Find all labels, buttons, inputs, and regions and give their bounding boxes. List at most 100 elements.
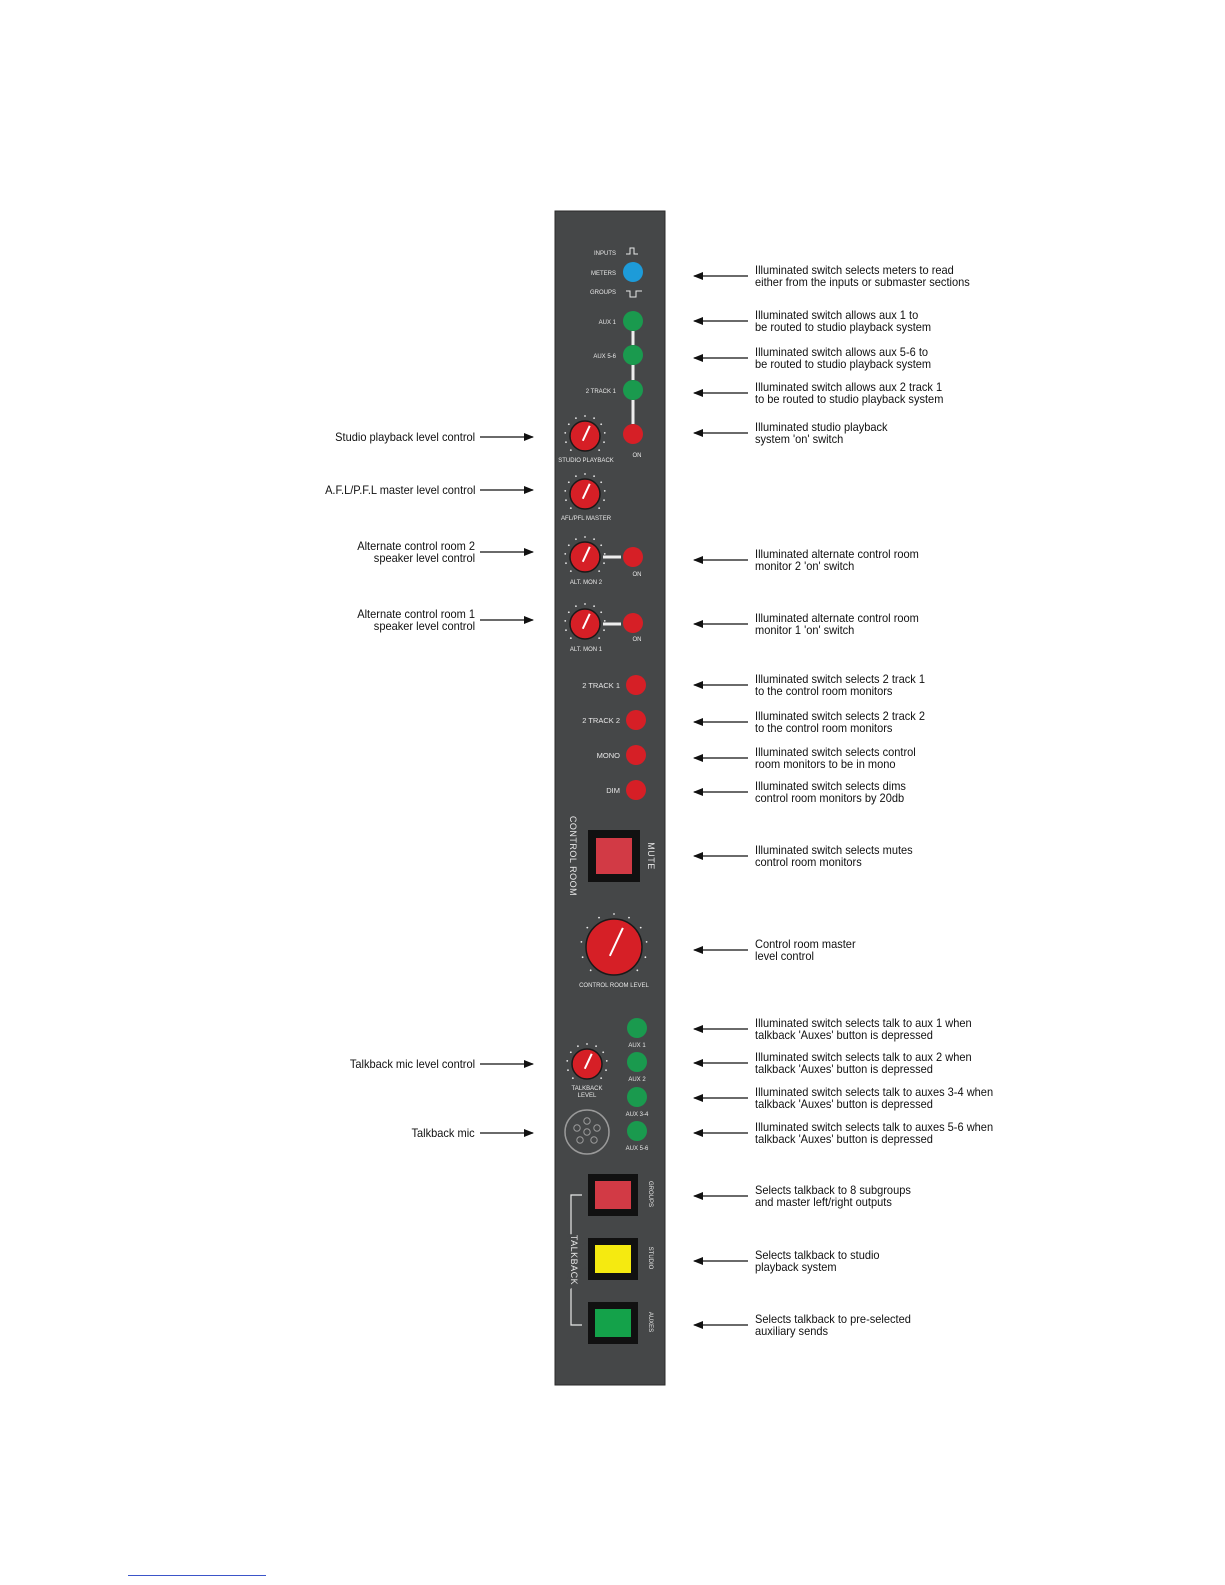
afl-pfl-master-knob[interactable] [564,473,606,510]
routing-label: AUX 5-6 [593,354,616,360]
knob-tick [603,619,606,622]
knob-tick [605,1069,607,1072]
knob-tick [565,629,567,632]
talk-aux-label: AUX 2 [628,1077,646,1083]
mute-button[interactable] [596,838,632,874]
afl-pfl-master-label: AFL/PFL MASTER [561,516,612,522]
knob-tick [567,611,570,614]
right-annotation: Selects talkback to pre-selected auxilia… [755,1311,911,1338]
knob-tick [593,475,595,478]
meters-switch[interactable] [623,262,643,282]
knob-tick [600,423,603,426]
mic-pin [583,1128,591,1136]
label-meters: METERS [591,271,616,277]
knob-tick [569,637,572,640]
studio-playback-knob[interactable] [564,415,606,452]
talkback-pad-button[interactable] [595,1181,631,1209]
talkback-vertical-label: TALKBACK [569,1235,579,1285]
knob-tick [602,1051,605,1054]
knob-tick [569,570,572,573]
label-groups: GROUPS [590,290,616,296]
knob-tick [593,538,595,541]
monitor-button-label: DIM [606,786,620,795]
right-annotation: Illuminated switch selects talk to auxes… [755,1084,994,1111]
left-annotation: A.F.L/P.F.L master level control [324,482,475,497]
monitor-button-label: MONO [597,751,620,760]
routing-switch[interactable] [623,345,643,365]
routing-label: AUX 1 [599,320,617,326]
mic-pin [590,1136,598,1144]
knob-tick [600,1077,603,1080]
knob-tick [603,499,605,502]
knob-tick [569,1051,572,1054]
right-annotation: Selects talkback to studio playback syst… [755,1247,880,1274]
knob-tick [575,475,577,478]
control-room-level-knob[interactable] [580,913,648,976]
knob-tick [605,1059,608,1062]
talk-aux-switch[interactable] [627,1121,647,1141]
leader-arrows [480,272,748,1329]
monitor-switch[interactable] [626,745,646,765]
routing-switch[interactable] [623,380,643,400]
talk-aux-switch[interactable] [627,1052,647,1072]
knob-tick [566,1059,569,1062]
knob-tick [598,507,601,510]
knob-tick [603,489,606,492]
studio-playback-on-label: ON [633,453,642,459]
knob-tick [593,417,595,420]
right-annotation: Illuminated switch selects control room … [755,744,916,771]
talkback-bracket [570,1194,582,1326]
mic-pin [583,1117,591,1125]
knob-tick [580,940,583,943]
talk-aux-switch[interactable] [627,1087,647,1107]
routing-switch[interactable] [623,311,643,331]
knob-tick [584,473,586,475]
talk-aux-label: AUX 5-6 [626,1146,649,1152]
alt-mon-1-on-switch[interactable] [623,613,643,633]
studio-playback-label: STUDIO PLAYBACK [558,458,614,464]
right-annotation: Illuminated alternate control room monit… [755,610,919,637]
talkback-level-label-2: LEVEL [578,1093,597,1099]
routing-label: 2 TRACK 1 [586,389,617,395]
knob-tick [639,926,642,929]
knob-pointer [583,1053,593,1070]
talkback-level-knob[interactable] [566,1043,608,1080]
knob-tick [598,637,601,640]
knob-tick [584,603,586,605]
talkback-mic-icon [564,1109,610,1155]
knob-tick [581,956,584,959]
knob-tick [584,415,586,417]
knob-tick [600,611,603,614]
knob-tick [575,605,577,608]
talkback-pad-button[interactable] [595,1309,631,1337]
pulse-down-icon [626,290,642,298]
alt-mon-2-on-switch[interactable] [623,547,643,567]
studio-playback-on-switch[interactable] [623,424,643,444]
knob-tick [564,619,567,622]
knob-tick [586,926,589,929]
knob-tick [603,562,605,565]
knob-tick [603,629,605,632]
right-annotation: Illuminated switch allows aux 1 to be ro… [755,307,932,334]
knob-tick [613,913,615,915]
knob-pointer [581,613,591,630]
knob-tick [567,1069,569,1072]
knob-tick [586,1043,588,1045]
knob-tick [603,431,606,434]
alt-mon-1-knob[interactable] [564,603,606,640]
monitor-switch[interactable] [626,710,646,730]
right-annotation: Selects talkback to 8 subgroups and mast… [755,1182,911,1209]
knob-tick [565,562,567,565]
monitor-switch[interactable] [626,675,646,695]
knob-tick [564,552,567,555]
talk-aux-switch[interactable] [627,1018,647,1038]
alt-mon-2-knob[interactable] [564,536,606,573]
knob-tick [565,499,567,502]
talkback-pad-button[interactable] [595,1245,631,1273]
knob-tick [589,969,592,972]
left-annotation: Talkback mic [411,1125,475,1140]
monitor-switch[interactable] [626,780,646,800]
right-annotation: Illuminated studio playback system 'on' … [755,419,888,446]
label-inputs: INPUTS [594,251,616,257]
knob-tick [575,417,577,420]
